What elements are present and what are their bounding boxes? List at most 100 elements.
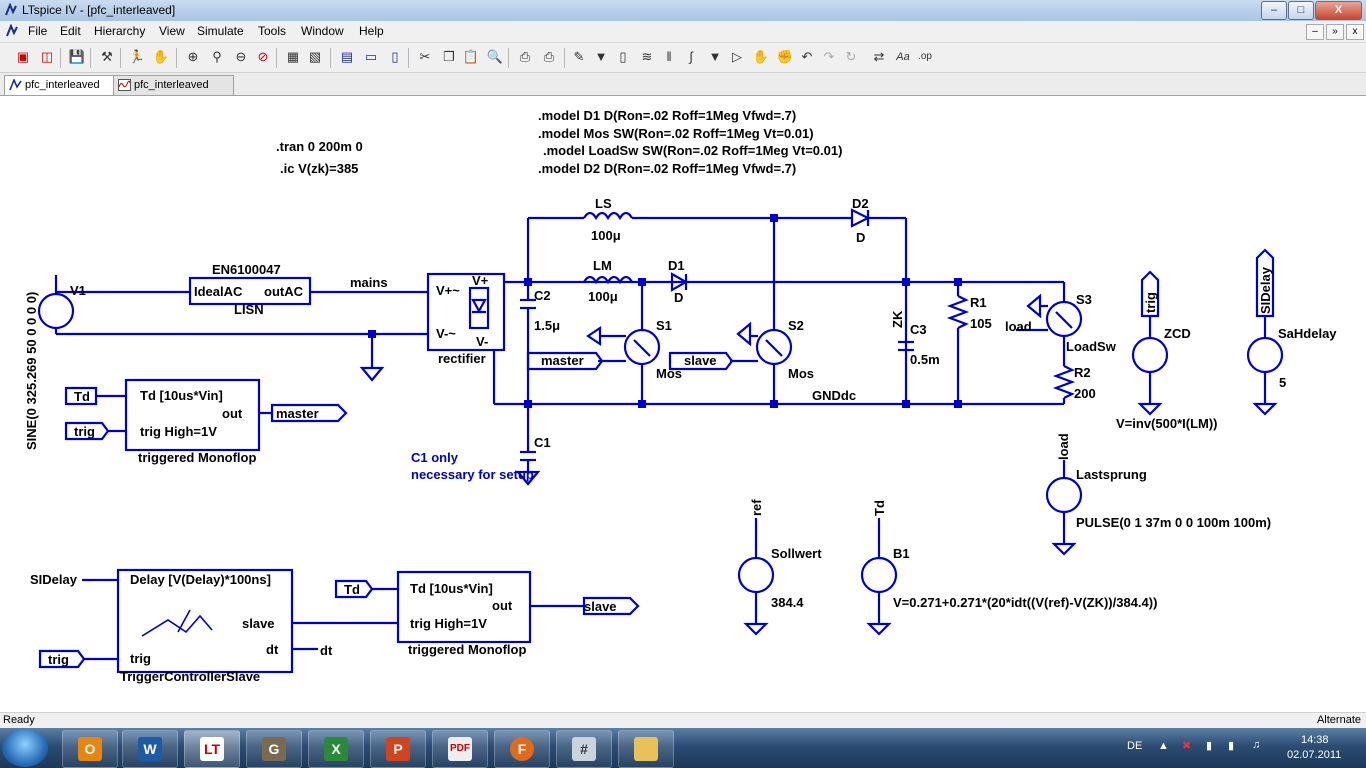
minimize-button[interactable]: – (1261, 1, 1287, 20)
undo-icon[interactable]: ↶ (801, 49, 813, 64)
text-icon[interactable]: Aa (896, 51, 910, 63)
component-icon[interactable]: ▷ (732, 49, 742, 64)
taskbar-pdf-printer[interactable]: PDF (432, 730, 488, 768)
spice-directive-icon[interactable]: .op (918, 51, 932, 62)
cut-icon[interactable]: ✂ (419, 49, 431, 64)
taskbar-explorer[interactable] (618, 730, 674, 768)
inductor-ls[interactable] (583, 211, 633, 221)
directive-model-loadsw[interactable]: .model LoadSw SW(Ron=.02 Roff=1Meg Vt=0.… (543, 143, 842, 158)
signal-icon[interactable]: ▮ (1228, 740, 1235, 752)
tile-horizontal-icon[interactable]: ▤ (340, 49, 354, 64)
autorange-icon[interactable]: ▦ (286, 49, 300, 64)
ground-icon[interactable]: ▼ (594, 49, 608, 64)
tray-device-icon[interactable]: ▮ (1206, 740, 1213, 752)
v1-symbol[interactable] (37, 292, 75, 330)
mdi-minimize-button[interactable]: – (1306, 24, 1324, 40)
zoom-in-icon[interactable]: ⊕ (187, 49, 199, 64)
label-net-icon[interactable]: ▯ (619, 49, 627, 64)
mdi-restore-button[interactable]: » (1326, 24, 1344, 40)
taskbar-outlook[interactable]: O (62, 730, 118, 768)
lisn-block[interactable] (188, 276, 312, 306)
source-sollwert[interactable] (737, 556, 775, 594)
taskbar-gimp[interactable]: G (246, 730, 302, 768)
menu-file[interactable]: File (28, 24, 48, 38)
trigger-controller-block[interactable] (116, 568, 294, 674)
open-schematic-icon[interactable]: ▣ (16, 49, 30, 64)
resistor-r2[interactable] (1052, 365, 1076, 399)
directive-model-d2[interactable]: .model D2 D(Ron=.02 Roff=1Meg Vfwd=.7) (538, 161, 796, 176)
clock-date[interactable]: 02.07.2011 (1287, 749, 1342, 761)
drag-icon[interactable]: ✊ (776, 49, 794, 64)
run-icon[interactable]: 🏃 (128, 49, 146, 64)
cascade-icon[interactable]: ▯ (391, 49, 399, 64)
move-icon[interactable]: ✋ (752, 49, 770, 64)
tray-arrow-icon[interactable]: ▲ (1158, 740, 1169, 752)
open-file-icon[interactable]: ◫ (40, 49, 54, 64)
source-sahdelay[interactable] (1246, 336, 1284, 374)
volume-icon[interactable]: ♫ (1252, 739, 1261, 751)
paste-icon[interactable]: 📋 (462, 49, 480, 64)
diode-d1[interactable] (670, 272, 689, 292)
taskbar-excel[interactable]: X (308, 730, 364, 768)
menu-help[interactable]: Help (359, 24, 384, 38)
mdi-close-button[interactable]: x (1346, 24, 1364, 40)
directive-tran[interactable]: .tran 0 200m 0 (276, 139, 363, 154)
find-icon[interactable]: 🔍 (486, 49, 504, 64)
source-lastsprung[interactable] (1045, 476, 1083, 514)
copy-icon[interactable]: ❐ (443, 49, 455, 64)
firefox-icon: F (510, 737, 534, 761)
start-button[interactable] (2, 729, 48, 767)
diode-icon[interactable]: ▼ (708, 49, 722, 64)
taskbar-ltspice[interactable]: LT (184, 730, 240, 768)
grid-icon[interactable]: ▧ (308, 49, 322, 64)
directive-model-d1[interactable]: .model D1 D(Ron=.02 Roff=1Meg Vfwd=.7) (538, 108, 796, 123)
zoom-pan-icon[interactable]: ⚲ (212, 49, 222, 64)
taskbar-word[interactable]: W (122, 730, 178, 768)
language-indicator[interactable]: DE (1127, 740, 1143, 752)
inductor-icon[interactable]: ∫ (689, 49, 693, 64)
menu-edit[interactable]: Edit (60, 24, 81, 38)
zoom-fit-icon[interactable]: ⊘ (257, 49, 269, 64)
comment-line-2[interactable]: necessary for setup (411, 467, 534, 482)
menu-window[interactable]: Window (301, 24, 344, 38)
comment-line-1[interactable]: C1 only (411, 450, 459, 465)
taskbar-powerpoint[interactable]: P (370, 730, 426, 768)
tab-waveform[interactable]: pfc_interleaved (113, 75, 234, 95)
menu-view[interactable]: View (159, 24, 185, 38)
capacitor-icon[interactable]: ‖ (666, 49, 672, 64)
draw-wire-icon[interactable]: ✎ (573, 49, 585, 64)
rectifier-block[interactable] (426, 272, 506, 352)
print-setup-icon[interactable]: ⎙ (519, 49, 531, 64)
save-icon[interactable]: 💾 (68, 49, 86, 64)
redo-icon[interactable]: ↷ (823, 49, 835, 64)
menu-tools[interactable]: Tools (258, 24, 287, 38)
source-zcd[interactable] (1131, 336, 1169, 374)
tab-schematic[interactable]: pfc_interleaved (4, 75, 114, 95)
zoom-out-icon[interactable]: ⊖ (235, 49, 247, 64)
tile-vertical-icon[interactable]: ▭ (364, 49, 378, 64)
resistor-icon[interactable]: ≋ (641, 49, 653, 64)
directive-ic[interactable]: .ic V(zk)=385 (280, 161, 358, 176)
diode-d2[interactable] (850, 208, 871, 228)
directive-model-mos[interactable]: .model Mos SW(Ron=.02 Roff=1Meg Vt=0.01) (538, 126, 814, 141)
tab-bar: pfc_interleaved pfc_interleaved (0, 73, 1366, 96)
monoflop-1-block[interactable] (124, 378, 261, 452)
maximize-button[interactable]: □ (1288, 1, 1314, 20)
mirror-icon[interactable]: ⇄ (873, 49, 885, 64)
menu-simulate[interactable]: Simulate (197, 24, 244, 38)
halt-icon[interactable]: ✋ (152, 49, 170, 64)
source-b1[interactable] (860, 556, 898, 594)
taskbar-firefox[interactable]: F (494, 730, 550, 768)
rotate-icon[interactable]: ↻ (845, 49, 857, 64)
inductor-lm[interactable] (583, 275, 633, 285)
menu-hierarchy[interactable]: Hierarchy (94, 24, 146, 38)
print-icon[interactable]: ⎙ (543, 49, 555, 64)
resistor-r1[interactable] (946, 295, 970, 329)
clock-time[interactable]: 14:38 (1301, 734, 1329, 746)
control-panel-icon[interactable]: ⚒ (101, 49, 113, 64)
schematic-canvas[interactable]: .tran 0 200m 0 .ic V(zk)=385 .model D1 D… (0, 96, 1366, 712)
c3-name: C3 (910, 322, 927, 337)
taskbar-calculator[interactable]: # (556, 730, 612, 768)
close-button[interactable]: X (1315, 1, 1362, 20)
network-error-icon[interactable]: ✖ (1182, 740, 1192, 752)
